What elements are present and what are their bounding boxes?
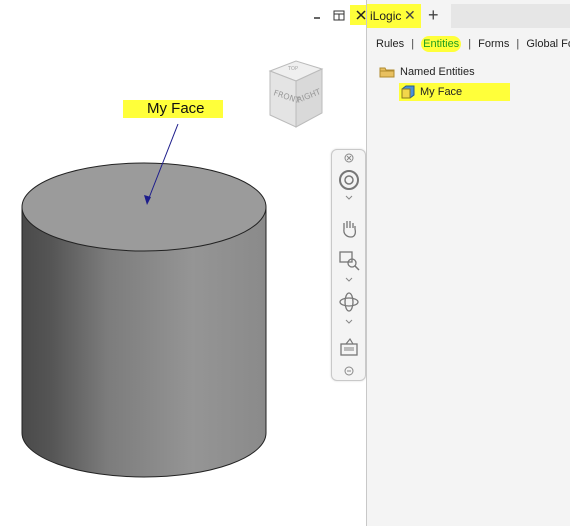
look-at-icon[interactable] (336, 335, 361, 359)
tree-item-named-entities[interactable]: Named Entities (379, 62, 510, 82)
chevron-down-icon[interactable] (336, 192, 361, 204)
tab-forms[interactable]: Forms (478, 38, 510, 50)
close-icon[interactable]: ✕ (404, 7, 416, 23)
tab-bar: iLogic ✕ + (367, 4, 570, 28)
separator: | (468, 38, 472, 50)
chevron-down-icon[interactable] (336, 274, 361, 286)
viewcube-right (295, 68, 323, 128)
panel-divider (366, 0, 367, 526)
orbit-icon[interactable] (336, 290, 361, 314)
graphics-viewport[interactable]: My Face TOP FRONT RIGHT (0, 0, 366, 526)
viewcube[interactable]: TOP FRONT RIGHT (262, 55, 342, 135)
zoom-window-icon[interactable] (336, 248, 361, 272)
tab-ilogic[interactable]: iLogic ✕ (367, 4, 421, 28)
restore-icon[interactable] (330, 5, 348, 25)
tab-global-forms[interactable]: Global Form (526, 38, 570, 50)
tab-rules[interactable]: Rules (376, 38, 405, 50)
entity-tree: Named Entities My Face (379, 62, 511, 102)
folder-icon (379, 66, 395, 78)
callout-leader (146, 123, 179, 204)
pan-icon[interactable] (336, 216, 361, 240)
steering-wheel-icon[interactable] (336, 168, 361, 192)
tab-bar-fill (451, 4, 570, 28)
minimize-icon[interactable] (308, 5, 326, 25)
tree-item-highlight: My Face (399, 83, 511, 101)
separator: | (411, 38, 415, 50)
plus-icon[interactable]: + (428, 5, 439, 25)
ilogic-panel: iLogic ✕ + Rules | Entities | Forms | Gl… (367, 0, 570, 526)
viewcube-top-label: TOP (287, 66, 298, 72)
close-icon[interactable] (350, 5, 366, 25)
cylinder-model[interactable] (0, 0, 366, 526)
face-icon (401, 85, 415, 99)
menu-icon[interactable] (336, 364, 361, 378)
separator: | (516, 38, 520, 50)
tree-item-my-face[interactable]: My Face (399, 82, 511, 102)
navigation-bar (331, 149, 366, 381)
tree-item-label: Named Entities (400, 66, 475, 78)
navbar-close-icon[interactable] (336, 151, 361, 165)
callout-arrowhead (144, 195, 151, 205)
callout-highlight (123, 100, 223, 118)
top-face (21, 162, 267, 252)
sub-tabs: Rules | Entities | Forms | Global Form (376, 36, 570, 52)
chevron-down-icon[interactable] (336, 316, 361, 328)
tab-ilogic-label: iLogic (370, 9, 402, 23)
callout-label: My Face (147, 100, 205, 117)
tree-item-label: My Face (420, 86, 463, 98)
tab-entities[interactable]: Entities (421, 36, 462, 52)
